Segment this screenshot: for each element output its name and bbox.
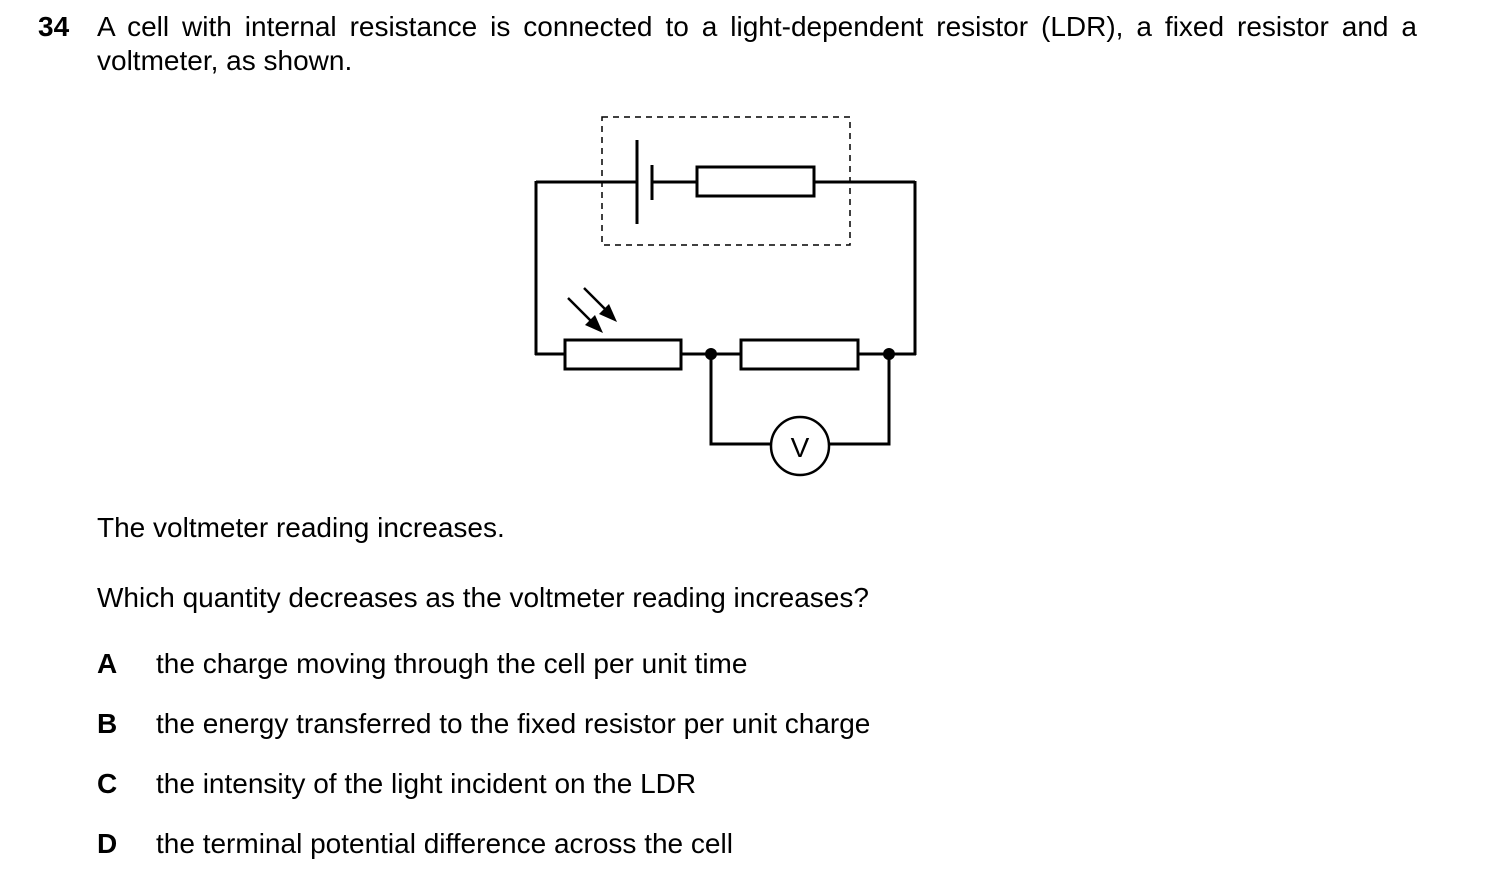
internal-resistor	[695, 165, 816, 198]
junction-dot-right	[883, 348, 895, 360]
junction-dot-left	[705, 348, 717, 360]
wire-voltmeter-left	[709, 354, 771, 446]
question-stem: A cell with internal resistance is conne…	[97, 11, 1417, 76]
option-d-letter: D	[97, 828, 118, 859]
option-a-letter: A	[97, 648, 118, 679]
option-c-letter: C	[97, 768, 118, 799]
fixed-resistor	[739, 338, 860, 371]
option-b-text: the energy transferred to the fixed resi…	[156, 708, 871, 739]
light-arrow-1-head	[585, 315, 603, 333]
voltmeter	[769, 415, 831, 477]
voltmeter-label: V	[791, 432, 810, 463]
question-number: 34	[38, 11, 70, 42]
option-b-letter: B	[97, 708, 118, 739]
option-d-text: the terminal potential difference across…	[156, 828, 733, 859]
light-arrow-2-head	[599, 304, 617, 322]
light-arrow-1-shaft	[567, 297, 595, 325]
wire-voltmeter-right	[829, 354, 891, 446]
ldr	[563, 338, 683, 371]
option-c-text: the intensity of the light incident on t…	[156, 768, 697, 799]
observation-text: The voltmeter reading increases.	[97, 512, 505, 543]
option-a-text: the charge moving through the cell per u…	[156, 648, 748, 679]
light-arrow-2-shaft	[583, 287, 609, 313]
question-prompt: Which quantity decreases as the voltmete…	[97, 582, 869, 613]
